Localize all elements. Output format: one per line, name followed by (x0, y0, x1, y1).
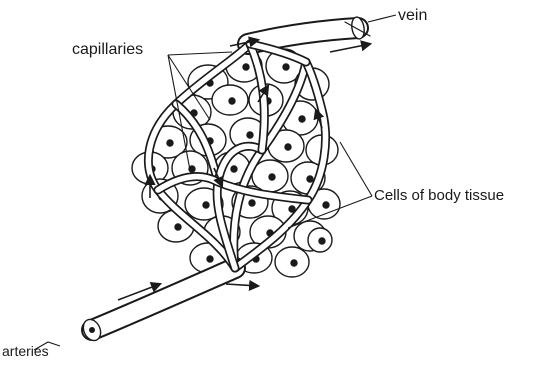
tissue-cell (308, 228, 332, 252)
tissue-cell (275, 247, 309, 277)
cell-nucleus (291, 260, 297, 266)
cells-leader-upper (340, 142, 372, 196)
cell-nucleus (231, 166, 237, 172)
cell-nucleus (319, 238, 325, 244)
cell-nucleus (243, 64, 249, 70)
cell-nucleus (299, 116, 305, 122)
cell-nucleus (323, 202, 329, 208)
tissue-cell (212, 85, 248, 115)
vein-leader (368, 15, 396, 22)
cell-nucleus (175, 224, 181, 230)
cell-nucleus (167, 140, 173, 146)
capillaries-leader-horizontal (168, 52, 232, 55)
cell-nucleus (283, 64, 289, 70)
cell-nucleus (247, 132, 253, 138)
cell-nucleus (269, 174, 275, 180)
cell-nucleus (203, 202, 209, 208)
capillaries-label: capillaries (72, 42, 143, 58)
arrow-vein-out (330, 44, 370, 52)
arteries-label: arteries (2, 344, 49, 358)
cell-nucleus (285, 144, 291, 150)
cell-nucleus (289, 206, 295, 212)
cell-nucleus (249, 200, 255, 206)
artery-vessel (80, 268, 235, 343)
cell-nucleus (307, 176, 313, 182)
cells-label: Cells of body tissue (374, 188, 504, 203)
cell-nucleus (207, 256, 213, 262)
vein-label: vein (398, 8, 427, 24)
arrow-lower-flow (226, 284, 258, 286)
cell-nucleus (229, 98, 235, 104)
vein-vessel (248, 16, 370, 44)
